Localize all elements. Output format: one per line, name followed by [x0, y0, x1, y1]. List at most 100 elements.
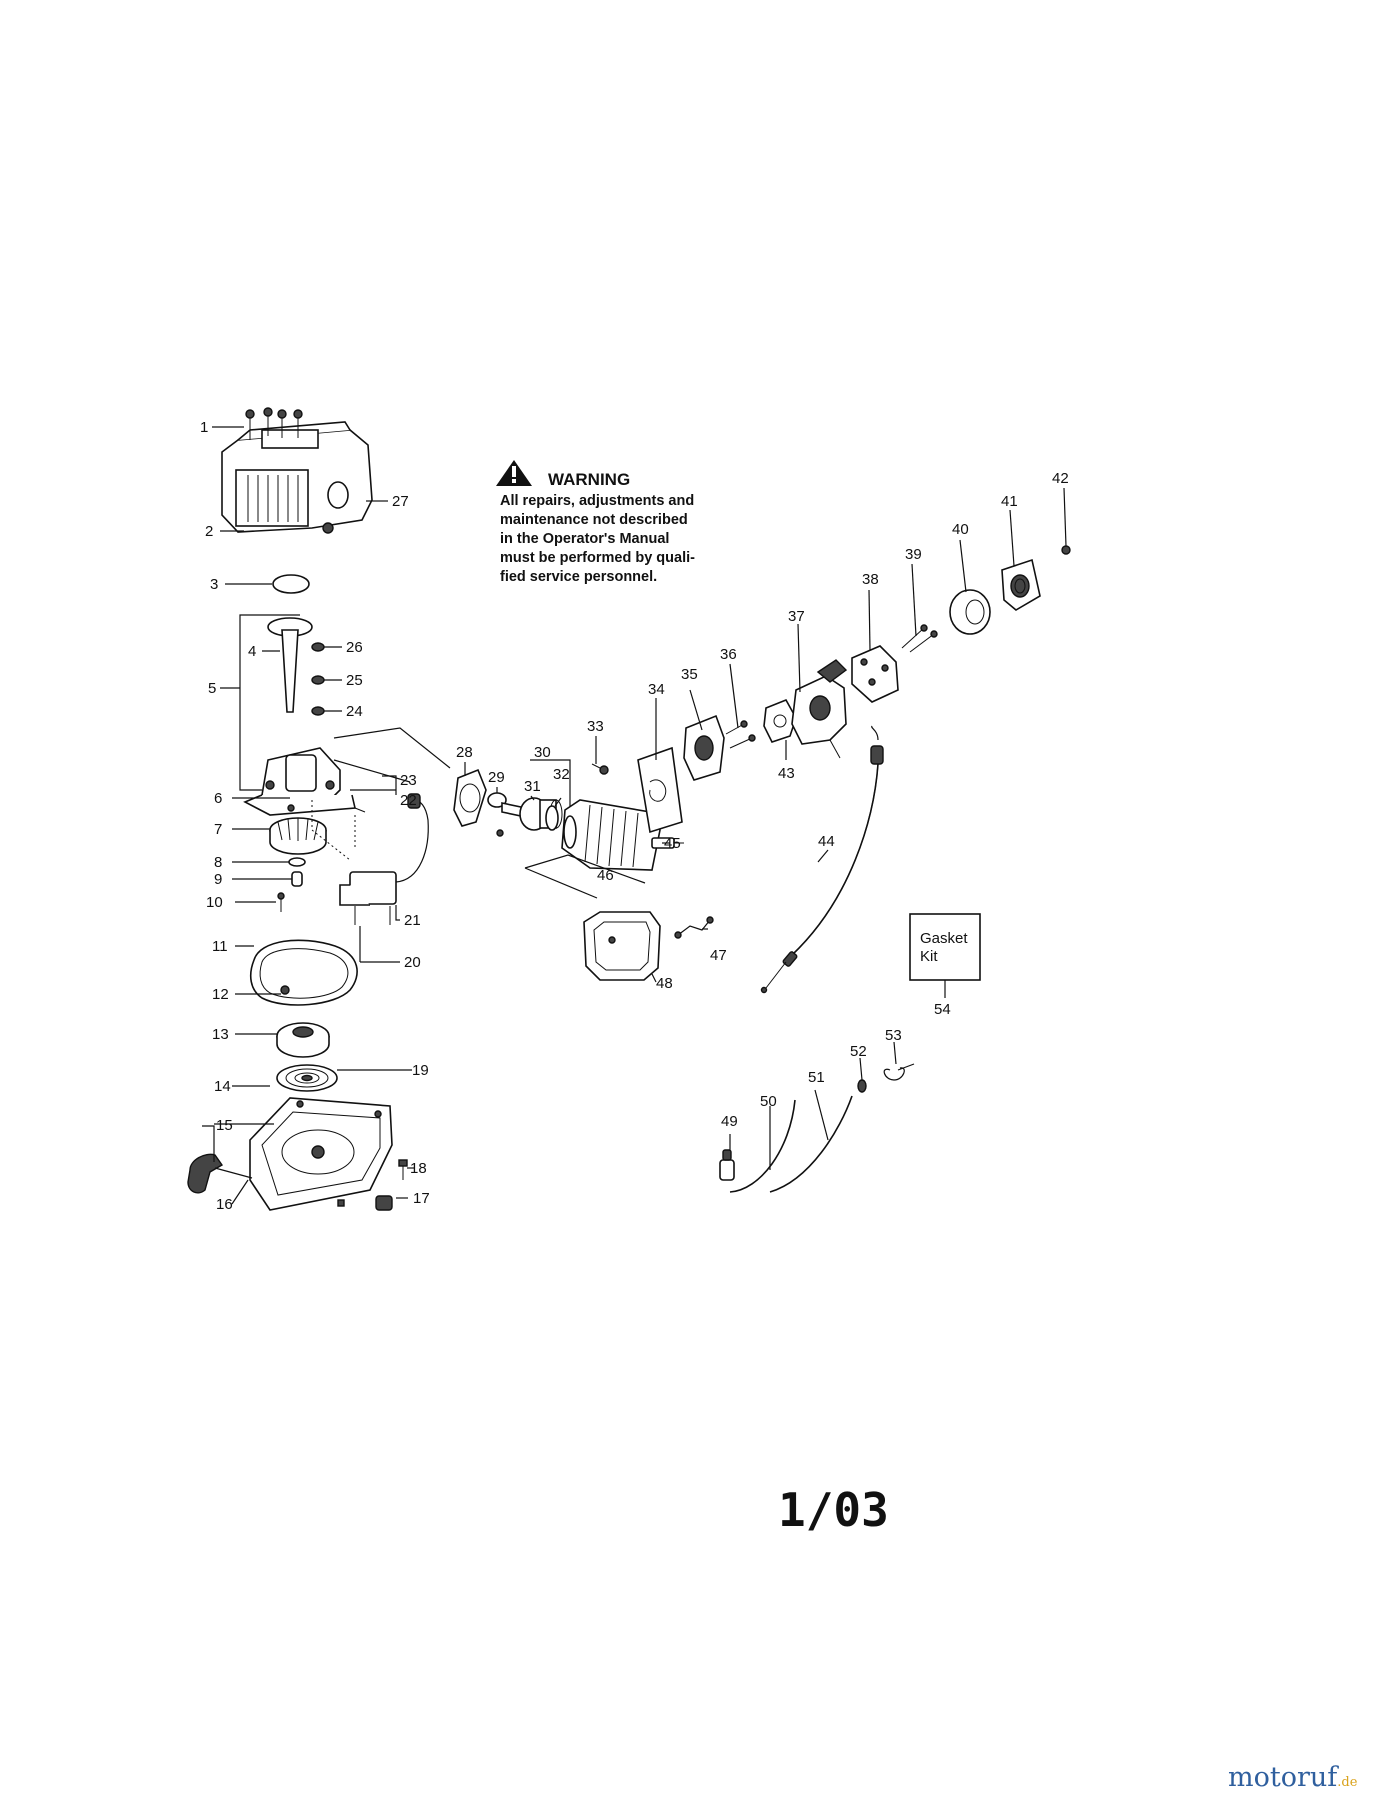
part-label-15: 15: [216, 1117, 233, 1134]
grommet: [857, 1079, 867, 1093]
fuel-filter: [719, 1149, 735, 1181]
cover-screws: [901, 624, 938, 653]
throttle-cable: [760, 725, 884, 994]
leader-lines: [202, 426, 1067, 1205]
part-label-19: 19: [412, 1062, 429, 1079]
cylinder-gasket: [453, 768, 487, 827]
part-label-41: 41: [1001, 493, 1018, 510]
fuel-clip: [883, 1063, 915, 1081]
part-label-34: 34: [648, 681, 665, 698]
part-label-36: 36: [720, 646, 737, 663]
page-code: 1/03: [778, 1483, 889, 1537]
carb-gasket: [763, 698, 797, 743]
intake-adapter: [683, 714, 725, 781]
brand-suffix: .de: [1337, 1775, 1357, 1790]
part-label-29: 29: [488, 769, 505, 786]
part-label-52: 52: [850, 1043, 867, 1060]
svg-text:motoruf.de: motoruf.de: [1228, 1762, 1358, 1793]
part-label-51: 51: [808, 1069, 825, 1086]
part-label-20: 20: [404, 954, 421, 971]
part-label-37: 37: [788, 608, 805, 625]
o-ring: [272, 574, 310, 594]
engine-shroud: [221, 421, 373, 534]
part-label-42: 42: [1052, 470, 1069, 487]
part-label-24: 24: [346, 703, 363, 720]
heat-shield: [637, 746, 683, 834]
recoil-spring: [276, 1064, 338, 1092]
part-label-17: 17: [413, 1190, 430, 1207]
cylinder: [561, 799, 661, 871]
part-label-5: 5: [208, 680, 216, 697]
part-label-49: 49: [721, 1113, 738, 1130]
brand-name: motoruf: [1228, 1762, 1339, 1793]
part-label-21: 21: [404, 912, 421, 929]
part-label-50: 50: [760, 1093, 777, 1110]
warning-icon: [496, 460, 532, 486]
part-label-23: 23: [400, 772, 417, 789]
warning-line-4: must be performed by quali-: [500, 550, 695, 566]
gasket-kit-label-line1: Gasket: [920, 930, 968, 947]
fuel-line-b: [769, 1095, 853, 1193]
part-label-22: 22: [400, 792, 417, 809]
carb-cover: [851, 645, 899, 703]
crankshaft: [267, 617, 313, 713]
part-label-1: 1: [200, 419, 208, 436]
warning-line-2: maintenance not described: [500, 512, 688, 528]
warning-line-5: fied service personnel.: [500, 569, 657, 585]
part-label-11: 11: [212, 938, 228, 955]
cylinder-screw: [591, 763, 609, 775]
part-label-13: 13: [212, 1026, 229, 1043]
air-filter-cover: [1001, 558, 1041, 611]
starter-housing: [249, 1097, 393, 1211]
part-label-46: 46: [597, 867, 614, 884]
part-label-54: 54: [934, 1001, 951, 1018]
part-label-38: 38: [862, 571, 879, 588]
part-label-31: 31: [524, 778, 541, 795]
carburetor: [791, 659, 848, 759]
housing-screw: [398, 1159, 408, 1180]
screws: [245, 407, 303, 440]
part-label-26: 26: [346, 639, 363, 656]
warning-line-3: in the Operator's Manual: [500, 531, 669, 547]
rope-guide: [375, 1195, 393, 1211]
part-label-33: 33: [587, 718, 604, 735]
crankcase: [243, 747, 366, 816]
part-labels: 1 2 3 4 5 6 7 8 9 10 11 12 13 14 15 16 1…: [200, 419, 1069, 1213]
starter-handle: [187, 1153, 253, 1194]
part-label-39: 39: [905, 546, 922, 563]
part-label-48: 48: [656, 975, 673, 992]
muffler: [583, 911, 661, 981]
part-label-14: 14: [214, 1078, 231, 1095]
muffler-screws: [674, 916, 714, 939]
warning-heading: WARNING: [548, 470, 630, 489]
part-label-12: 12: [212, 986, 229, 1003]
screw: [277, 892, 285, 912]
part-label-27: 27: [392, 493, 409, 510]
part-label-44: 44: [818, 833, 835, 850]
spacer: [291, 871, 303, 887]
part-label-6: 6: [214, 790, 222, 807]
part-label-30: 30: [534, 744, 551, 761]
part-label-25: 25: [346, 672, 363, 689]
part-label-28: 28: [456, 744, 473, 761]
warning-line-1: All repairs, adjustments and: [500, 493, 694, 509]
cover-screw: [1061, 545, 1071, 555]
part-label-45: 45: [664, 835, 681, 852]
piston-ring: [545, 805, 559, 831]
part-label-9: 9: [214, 871, 222, 888]
part-label-47: 47: [710, 947, 727, 964]
part-label-10: 10: [206, 894, 223, 911]
part-label-40: 40: [952, 521, 969, 538]
part-label-53: 53: [885, 1027, 902, 1044]
ignition-module: [339, 793, 429, 925]
gasket-kit-box: [909, 913, 981, 981]
part-label-18: 18: [410, 1160, 427, 1177]
air-filter-element: [949, 589, 991, 635]
part-label-2: 2: [205, 523, 213, 540]
washer: [288, 857, 306, 867]
part-label-4: 4: [248, 643, 256, 660]
part-label-3: 3: [210, 576, 218, 593]
part-label-43: 43: [778, 765, 795, 782]
part-label-8: 8: [214, 854, 222, 871]
